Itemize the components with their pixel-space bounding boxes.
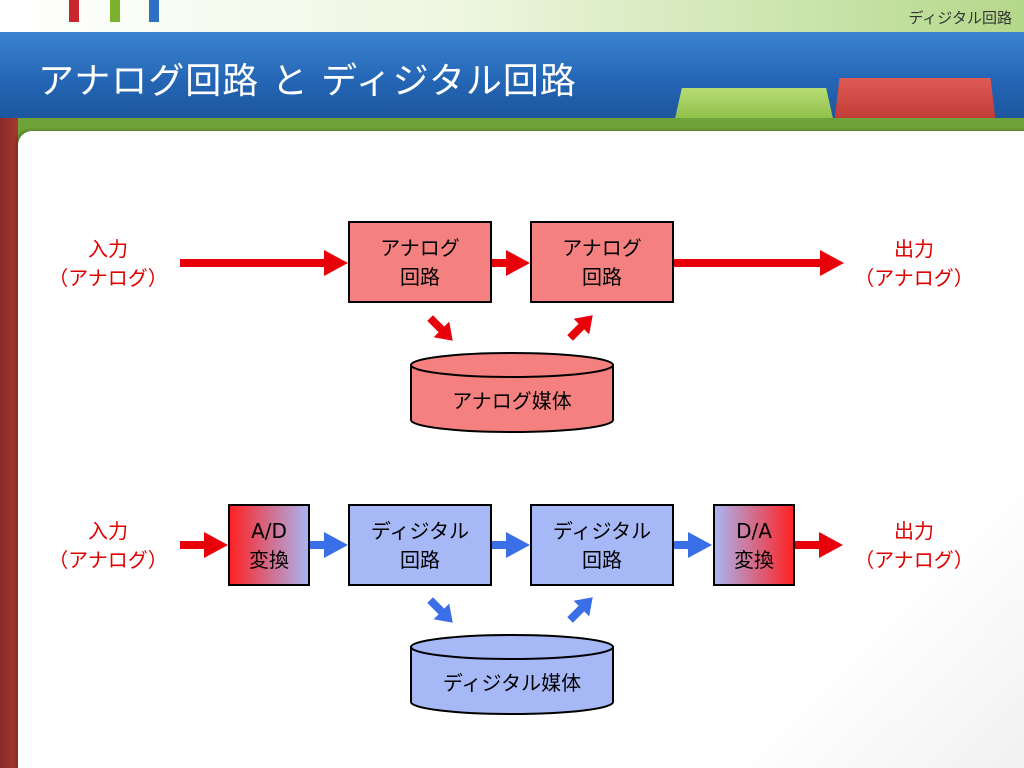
accent-bar-blue bbox=[149, 0, 159, 22]
analog-output-label-line2: （アナログ） bbox=[854, 266, 974, 290]
analog-circuit-1: アナログ 回路 bbox=[348, 221, 492, 303]
analog-output-label-line1: 出力 bbox=[894, 237, 934, 261]
digital-input-label-line2: （アナログ） bbox=[48, 548, 168, 572]
top-strip bbox=[0, 0, 1024, 32]
arrow-circuit1-to-media bbox=[427, 315, 453, 341]
arrow-circuit1-to-circuit2 bbox=[492, 532, 530, 558]
slide-frame-red-edge bbox=[0, 118, 18, 768]
analog-circuit-2: アナログ 回路 bbox=[530, 221, 674, 303]
analog-circuit-1-line1: アナログ bbox=[380, 236, 460, 260]
arrow-circuit1-to-media bbox=[427, 597, 453, 623]
digital-diagram: 入力 （アナログ） A/D 変換 ディジタル 回路 ディジタル 回路 bbox=[48, 504, 974, 715]
arrow-media-to-circuit2 bbox=[567, 597, 593, 623]
analog-diagram: 入力 （アナログ） アナログ 回路 アナログ 回路 出力 （アナログ） bbox=[48, 221, 974, 433]
analog-media-label: アナログ媒体 bbox=[452, 389, 572, 413]
digital-media: ディジタル媒体 bbox=[410, 634, 614, 715]
digital-circuit-1-line2: 回路 bbox=[400, 548, 440, 572]
analog-circuit-2-line1: アナログ bbox=[562, 236, 642, 260]
digital-circuit-2-line1: ディジタル bbox=[553, 519, 651, 543]
arrow-circuit2-to-output bbox=[674, 250, 844, 276]
digital-circuit-2: ディジタル 回路 bbox=[530, 504, 674, 586]
analog-circuit-2-line2: 回路 bbox=[582, 265, 622, 289]
digital-input-label-line1: 入力 bbox=[88, 519, 128, 543]
arrow-input-to-ad bbox=[180, 532, 228, 558]
arrow-ad-to-circuit1 bbox=[310, 532, 348, 558]
ad-converter-line2: 変換 bbox=[249, 548, 289, 572]
da-converter-line2: 変換 bbox=[734, 548, 774, 572]
digital-output-label-line2: （アナログ） bbox=[854, 548, 974, 572]
analog-input-label-line1: 入力 bbox=[88, 237, 128, 261]
arrow-circuit1-to-circuit2 bbox=[492, 250, 530, 276]
digital-circuit-1-line1: ディジタル bbox=[371, 519, 469, 543]
arrow-media-to-circuit2 bbox=[567, 315, 593, 341]
arrow-da-to-output bbox=[795, 532, 843, 558]
digital-circuit-2-line2: 回路 bbox=[582, 548, 622, 572]
da-converter: D/A 変換 bbox=[713, 504, 795, 586]
arrow-input-to-circuit1 bbox=[180, 250, 348, 276]
arrow-circuit2-to-da bbox=[674, 532, 712, 558]
section-label: ディジタル回路 bbox=[908, 9, 1012, 27]
analog-circuit-1-line2: 回路 bbox=[400, 265, 440, 289]
accent-bar-red bbox=[69, 0, 79, 22]
accent-bar-green bbox=[110, 0, 120, 22]
digital-output-label-line1: 出力 bbox=[894, 519, 934, 543]
digital-circuit-1: ディジタル 回路 bbox=[348, 504, 492, 586]
da-converter-line1: D/A bbox=[736, 519, 772, 543]
analog-media: アナログ媒体 bbox=[410, 352, 614, 433]
analog-input-label-line2: （アナログ） bbox=[48, 266, 168, 290]
digital-media-label: ディジタル媒体 bbox=[443, 671, 581, 695]
slide-title: アナログ回路 と ディジタル回路 bbox=[38, 61, 577, 102]
ad-converter-line1: A/D bbox=[251, 519, 287, 543]
ad-converter: A/D 変換 bbox=[228, 504, 310, 586]
